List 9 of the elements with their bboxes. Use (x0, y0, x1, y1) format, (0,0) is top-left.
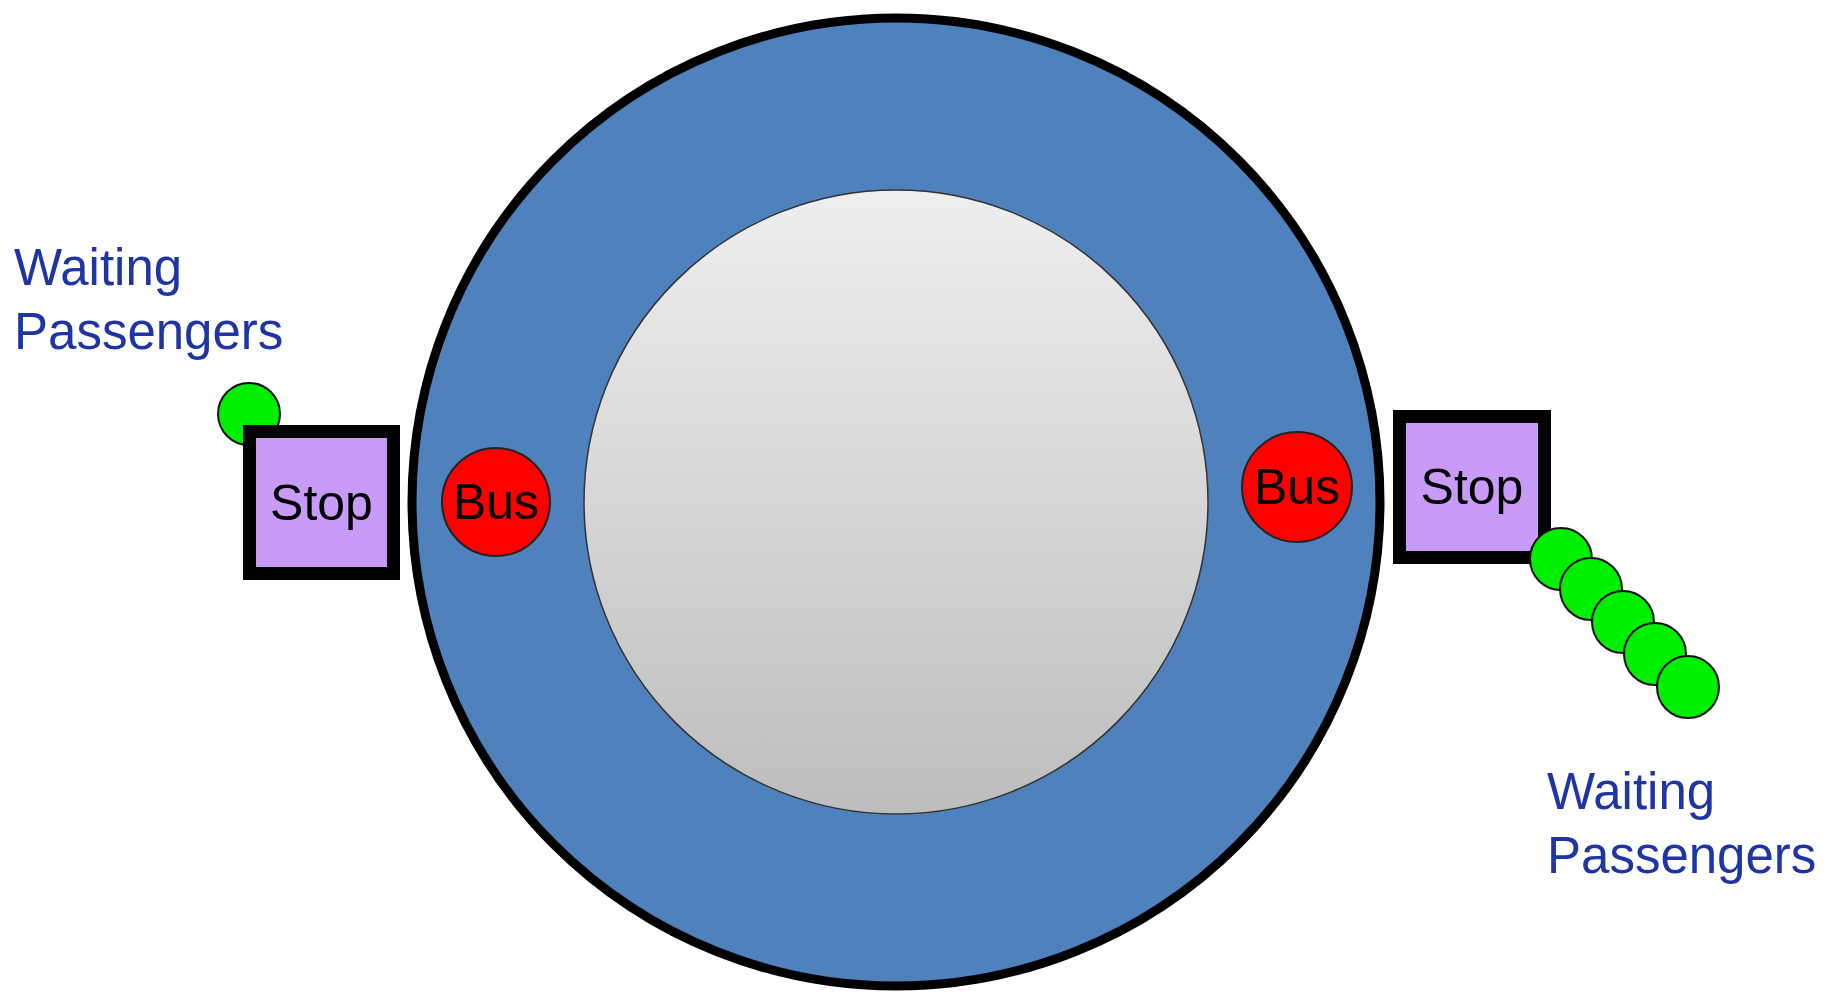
stop-box (243, 425, 400, 580)
stop-text: Stop (270, 473, 373, 532)
bus-text: Bus (452, 473, 540, 531)
bus-text: Bus (1253, 458, 1341, 516)
stop-text: Stop (1420, 458, 1524, 516)
stop-box (1393, 410, 1551, 564)
passenger-label: Waiting Passengers (1547, 762, 1818, 886)
passenger-label: Waiting Passengers (14, 238, 285, 362)
passenger-dot (1656, 655, 1720, 719)
